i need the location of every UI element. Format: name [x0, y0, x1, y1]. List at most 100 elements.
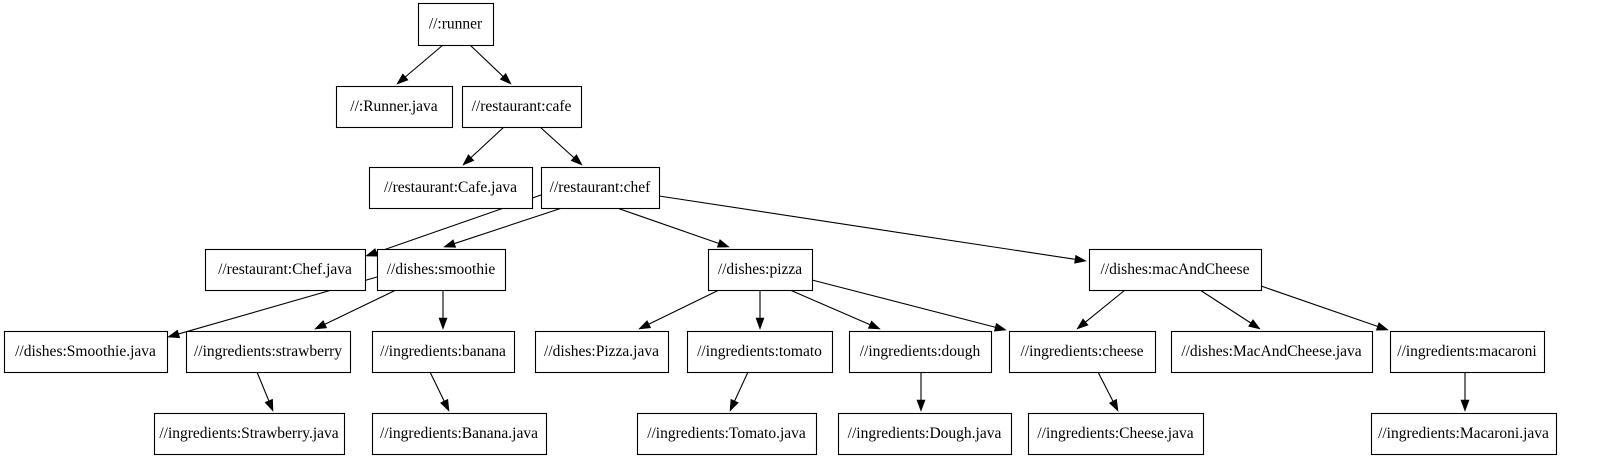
- node-box[interactable]: [3, 330, 169, 374]
- graph-edge: [1076, 289, 1126, 330]
- node-box[interactable]: [1088, 248, 1263, 292]
- graph-node-runner_java[interactable]: //:Runner.java: [335, 85, 454, 129]
- graph-edge: [429, 371, 450, 412]
- node-label: //dishes:smoothie: [387, 261, 496, 278]
- node-box[interactable]: [417, 2, 495, 47]
- node-layer: //:runner //:Runner.java //restaurant:cafe…: [3, 2, 1558, 456]
- node-box[interactable]: [837, 412, 1013, 456]
- node-box[interactable]: [371, 412, 548, 456]
- graph-node-restaurant_cafe[interactable]: //restaurant:cafe: [461, 85, 583, 129]
- node-box[interactable]: [368, 166, 534, 210]
- graph-node-cheese_java[interactable]: //ingredients:Cheese.java: [1027, 412, 1205, 456]
- edge-arrowhead-icon: [570, 154, 583, 166]
- edge-line: [1199, 289, 1252, 324]
- edge-line: [429, 371, 445, 402]
- node-box[interactable]: [686, 330, 834, 374]
- edge-line: [1260, 285, 1378, 327]
- node-label: //ingredients:banana: [380, 343, 506, 360]
- node-label: //restaurant:Cafe.java: [384, 179, 517, 196]
- graph-node-ing_tomato[interactable]: //ingredients:tomato: [686, 330, 834, 374]
- edge-arrowhead-icon: [755, 317, 765, 330]
- node-label: //dishes:macAndCheese: [1101, 261, 1250, 278]
- graph-node-dishes_pizza[interactable]: //dishes:pizza: [707, 248, 814, 292]
- edge-arrowhead-icon: [1108, 398, 1119, 412]
- graph-node-cafe_java[interactable]: //restaurant:Cafe.java: [368, 166, 534, 210]
- graph-node-restaurant_chef[interactable]: //restaurant:chef: [540, 166, 661, 210]
- node-box[interactable]: [185, 330, 352, 374]
- edge-arrowhead-icon: [867, 320, 881, 330]
- graph-node-ing_strawberry[interactable]: //ingredients:strawberry: [185, 330, 352, 374]
- graph-edge: [658, 195, 1087, 264]
- node-box[interactable]: [534, 330, 670, 374]
- graph-node-pizza_java[interactable]: //dishes:Pizza.java: [534, 330, 670, 374]
- edge-line: [324, 289, 397, 325]
- edge-arrowhead-icon: [264, 398, 274, 412]
- edge-line: [1085, 289, 1126, 323]
- node-label: //dishes:Pizza.java: [544, 343, 659, 360]
- node-box[interactable]: [461, 85, 583, 129]
- edge-arrowhead-icon: [314, 320, 328, 330]
- edge-line: [539, 126, 575, 159]
- graph-edge: [443, 207, 563, 248]
- edge-arrowhead-icon: [1460, 399, 1470, 412]
- node-box[interactable]: [335, 85, 454, 129]
- graph-edge: [396, 44, 444, 85]
- node-label: //restaurant:Chef.java: [218, 261, 352, 278]
- graph-node-chef_java[interactable]: //restaurant:Chef.java: [204, 248, 367, 292]
- edge-line: [811, 279, 996, 328]
- edge-arrowhead-icon: [1074, 254, 1087, 264]
- graph-node-macaroni_java[interactable]: //ingredients:Macaroni.java: [1370, 412, 1558, 456]
- graph-node-dishes_smoothie[interactable]: //dishes:smoothie: [376, 248, 507, 292]
- node-box[interactable]: [707, 248, 814, 292]
- graph-node-runner[interactable]: //:runner: [417, 2, 495, 47]
- graph-edge: [616, 207, 730, 248]
- graph-edge: [539, 126, 583, 166]
- edge-line: [616, 207, 719, 244]
- node-box[interactable]: [636, 412, 818, 456]
- node-label: //dishes:pizza: [718, 261, 802, 278]
- graph-node-tomato_java[interactable]: //ingredients:Tomato.java: [636, 412, 818, 456]
- edge-arrowhead-icon: [1076, 318, 1089, 330]
- graph-node-strawberry_java[interactable]: //ingredients:Strawberry.java: [153, 412, 346, 456]
- edge-arrowhead-icon: [499, 73, 512, 85]
- node-box[interactable]: [1008, 330, 1157, 374]
- graph-node-ing_cheese[interactable]: //ingredients:cheese: [1008, 330, 1157, 374]
- graph-edge: [1097, 371, 1119, 412]
- graph-edge: [916, 372, 926, 412]
- node-box[interactable]: [371, 330, 516, 374]
- node-box[interactable]: [204, 248, 367, 292]
- node-box[interactable]: [1370, 412, 1558, 456]
- node-box[interactable]: [153, 412, 346, 456]
- edge-arrowhead-icon: [396, 73, 409, 85]
- node-label: //restaurant:cafe: [472, 98, 572, 115]
- graph-node-ing_macaroni[interactable]: //ingredients:macaroni: [1389, 330, 1546, 374]
- graph-edge: [462, 126, 505, 166]
- node-label: //ingredients:strawberry: [194, 343, 342, 360]
- node-label: //ingredients:Strawberry.java: [159, 425, 338, 442]
- graph-node-dough_java[interactable]: //ingredients:Dough.java: [837, 412, 1013, 456]
- edge-line: [648, 289, 720, 325]
- edge-line: [1097, 371, 1114, 402]
- graph-node-banana_java[interactable]: //ingredients:Banana.java: [371, 412, 548, 456]
- node-box[interactable]: [1389, 330, 1546, 374]
- graph-edge: [1260, 285, 1389, 331]
- node-label: //restaurant:chef: [550, 179, 652, 196]
- node-label: //dishes:Smoothie.java: [15, 343, 156, 360]
- edge-arrowhead-icon: [916, 399, 926, 412]
- graph-edge: [1199, 289, 1261, 330]
- graph-edge: [256, 371, 274, 412]
- graph-node-macandcheese_java[interactable]: //dishes:MacAndCheese.java: [1170, 330, 1374, 374]
- node-box[interactable]: [540, 166, 661, 210]
- node-box[interactable]: [1170, 330, 1374, 374]
- node-box[interactable]: [1027, 412, 1205, 456]
- node-label: //ingredients:Tomato.java: [647, 425, 806, 442]
- edge-arrowhead-icon: [438, 317, 448, 330]
- graph-node-ing_dough[interactable]: //ingredients:dough: [848, 330, 993, 374]
- graph-node-dishes_macandcheese[interactable]: //dishes:macAndCheese: [1088, 248, 1263, 292]
- node-box[interactable]: [376, 248, 507, 292]
- graph-node-ing_banana[interactable]: //ingredients:banana: [371, 330, 516, 374]
- node-box[interactable]: [848, 330, 993, 374]
- graph-node-smoothie_java[interactable]: //dishes:Smoothie.java: [3, 330, 169, 374]
- edge-line: [789, 289, 871, 326]
